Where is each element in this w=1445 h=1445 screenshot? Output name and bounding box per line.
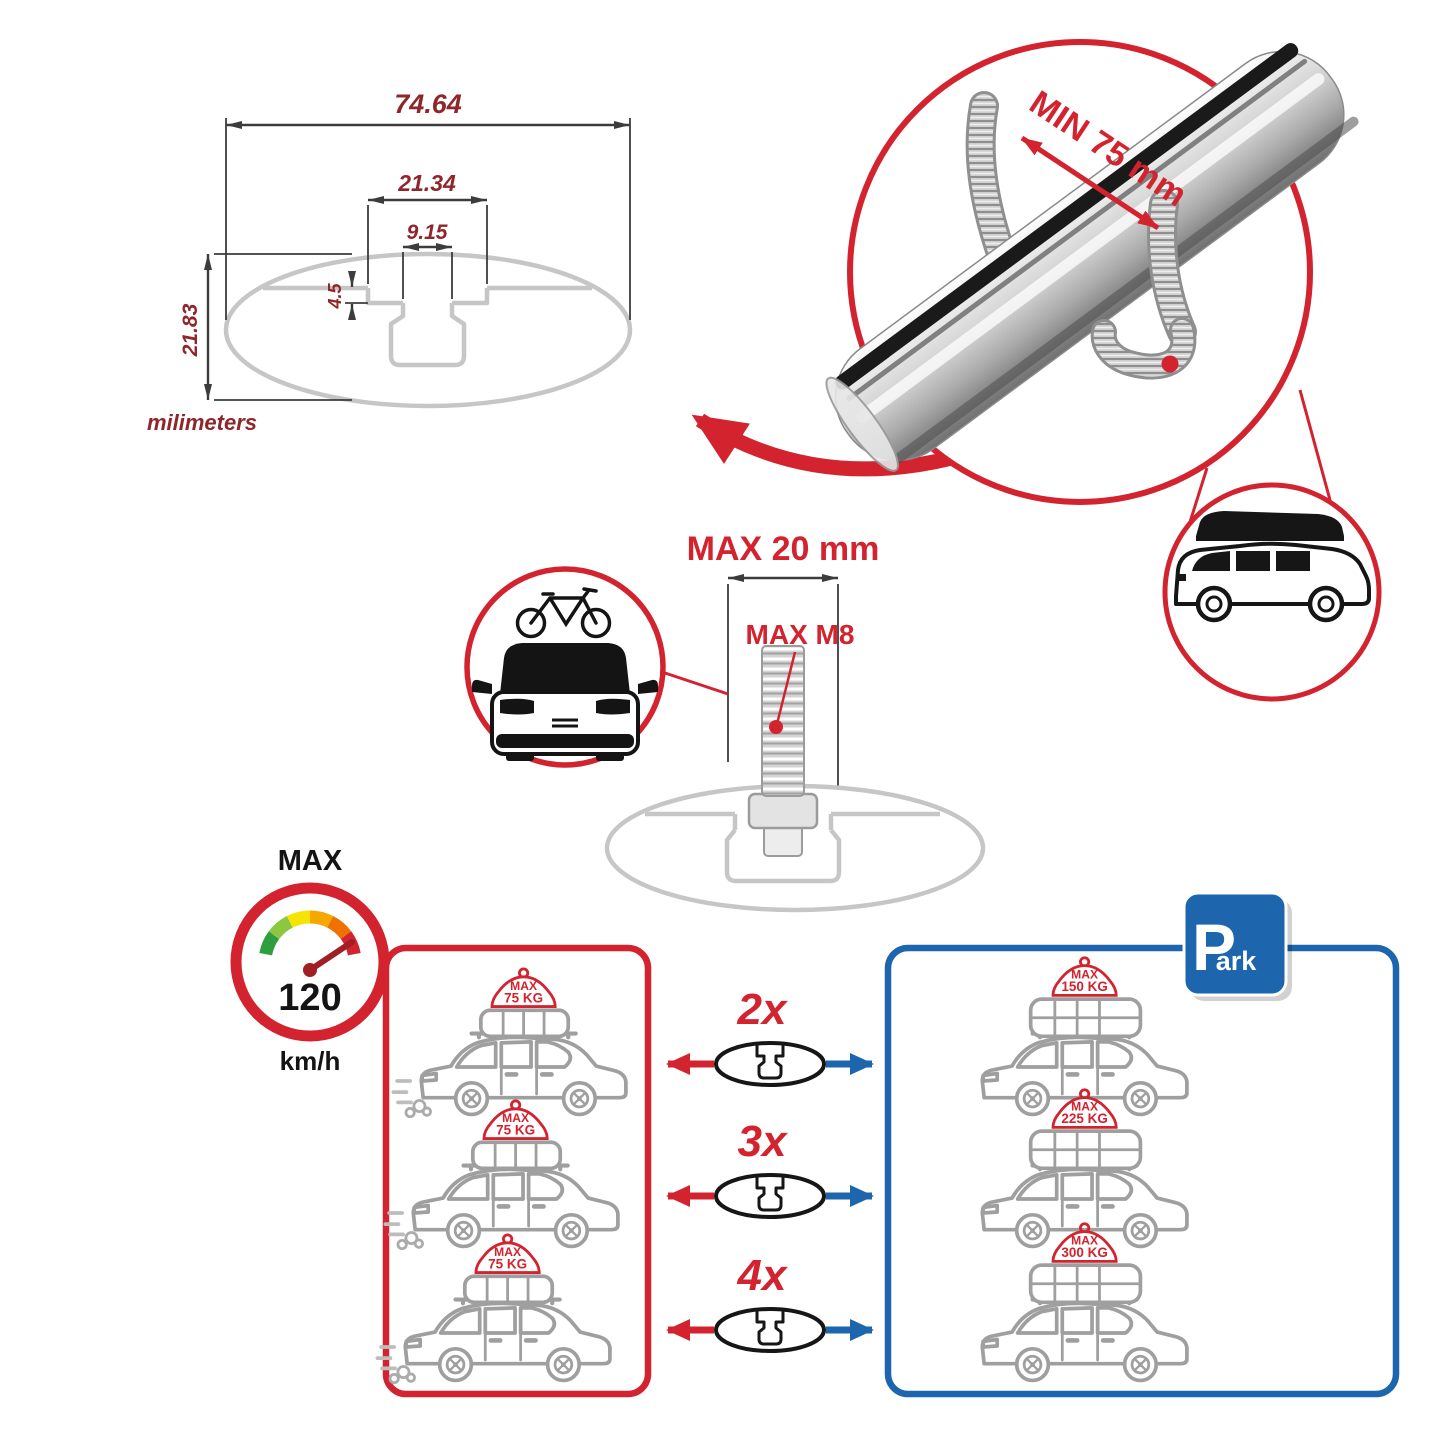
pointer-arrow [691,413,954,477]
tag-value: 75 KG [488,1256,527,1271]
multiplier-label: 4x [737,1251,788,1300]
tag-title: MAX [510,979,537,993]
bolt-ext-lines [727,584,839,790]
load-tag: MAX 75 KG [474,1233,541,1274]
bolt-leader-line [775,651,797,725]
crossbar-count-row-3: 4x [666,1251,874,1353]
load-tag: MAX 150 KG [1051,956,1118,997]
speed-value: 120 [278,977,341,1019]
ext-inner-slot [402,252,453,299]
car-parked-1: MAX 150 KG [982,956,1187,1115]
dim-inner-slot-value: 9.15 [407,221,448,244]
speed-title: MAX [278,845,343,877]
speed-badge: MAX 120 km/h [230,845,390,1076]
bolt-icon [747,645,819,857]
speed-unit: km/h [280,1046,341,1076]
dim-outer-slot-value: 21.34 [397,170,456,196]
crossbar-closeup: MIN 75 mm [825,39,1382,702]
park-sign: P ark [1182,891,1292,1001]
tag-title: MAX [494,1245,521,1259]
suv-roofbox-icon [1162,482,1382,702]
crossbar-count-row-1: 2x [666,985,874,1087]
load-tag: MAX 75 KG [482,1099,549,1140]
ext-total-width [225,118,631,320]
units-label: milimeters [147,410,257,435]
crossbar-profile-icon [714,1307,826,1353]
multiplier-label: 3x [738,1117,788,1166]
dim-lip-value: 4.5 [325,283,345,310]
park-letter: P [1192,910,1236,984]
dim-total-width-value: 74.64 [394,89,462,119]
strap-anchor-dot [1161,355,1179,373]
tag-title: MAX [502,1111,529,1125]
dim-total-height-value: 21.83 [179,303,202,357]
crossbar-count-row-2: 3x [666,1117,874,1219]
car-driving-3: MAX 75 KG [375,1233,610,1385]
bolt-leader-dot [769,720,783,734]
strap-right-band-icon [1090,189,1197,380]
ext-outer-slot [367,205,488,284]
tag-value: 75 KG [504,990,543,1005]
profile-ellipse-outline [223,251,633,409]
car-parked-2: MAX 225 KG [982,1088,1187,1247]
strap-left-band-icon [965,91,1019,277]
tag-value: 300 KG [1061,1245,1107,1260]
profile-dimension-drawing: 74.64 21.34 9.15 4.5 21.83 milimeters [147,89,633,435]
tag-value: 75 KG [496,1122,535,1137]
bolt-max-length-label: MAX 20 mm [687,530,880,568]
tag-title: MAX [1071,1234,1098,1248]
load-tag: MAX 225 KG [1051,1088,1118,1129]
car-front-icon [472,643,658,761]
car-driving-2: MAX 75 KG [383,1099,618,1251]
bolt-detail: MAX 20 mm MAX M8 [464,530,986,913]
strap-min-arrow [1020,135,1160,231]
profile-lips [365,288,490,306]
bike-roof-icon [464,566,666,768]
bolt-max-thread-label: MAX M8 [746,619,855,650]
circle-connectors [1188,389,1332,523]
tag-value: 150 KG [1061,979,1107,994]
load-tag: MAX 300 KG [1051,1222,1118,1263]
speedometer-needle [307,939,355,973]
park-suffix: ark [1216,946,1258,976]
car-parked-3: MAX 300 KG [982,1222,1187,1381]
tag-title: MAX [1071,968,1098,982]
speedometer-hub [303,963,317,977]
crossbar-profile-icon [714,1041,826,1087]
bicycle-icon [515,587,612,639]
multiplier-label: 2x [737,985,788,1034]
ext-total-height [214,253,352,401]
car-driving-1: MAX 75 KG [391,967,626,1119]
speedometer-icon [259,910,361,956]
tag-title: MAX [1071,1100,1098,1114]
profile-channel-bucket [388,303,467,368]
bolt-profile-channel [645,811,940,884]
bike-circle-connector [661,670,729,696]
load-tag: MAX 75 KG [490,967,557,1008]
tag-value: 225 KG [1061,1111,1107,1126]
crossbar-profile-icon [714,1173,826,1219]
